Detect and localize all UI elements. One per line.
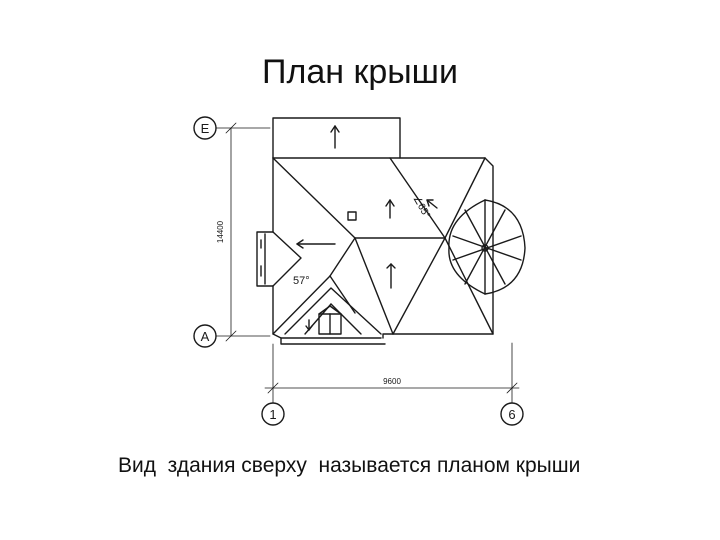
- main-roof-outline: [272, 157, 494, 345]
- axis-bubble-a: А: [193, 324, 217, 348]
- top-roof-block: [272, 117, 486, 159]
- axis-bubble-e: Е: [193, 116, 217, 140]
- svg-text:9600: 9600: [383, 377, 401, 386]
- axis-lines: [215, 127, 513, 404]
- slope-label-57: 57°: [293, 275, 310, 287]
- slide-caption: Вид здания сверху называется планом крыш…: [118, 454, 581, 477]
- svg-text:Е: Е: [201, 121, 210, 136]
- round-bay: [448, 199, 526, 295]
- roof-plan-drawing: Е А 1 6 14400 9600: [193, 116, 526, 426]
- slope-arrows: [296, 199, 438, 289]
- svg-text:14400: 14400: [216, 220, 225, 243]
- left-dormer: [256, 231, 302, 287]
- horizontal-dimension: 9600: [264, 377, 520, 394]
- axis-bubble-1: 1: [261, 402, 285, 426]
- slope-label-65: ∠65°: [410, 194, 432, 220]
- vertical-dimension: 14400: [216, 122, 237, 342]
- chimney: [347, 211, 357, 221]
- svg-text:1: 1: [269, 407, 276, 422]
- svg-text:А: А: [201, 329, 210, 344]
- roof-ridges: [272, 157, 494, 335]
- axis-bubble-6: 6: [500, 402, 524, 426]
- svg-text:6: 6: [508, 407, 515, 422]
- slide-title: План крыши: [262, 53, 458, 91]
- front-dormer: [284, 287, 382, 335]
